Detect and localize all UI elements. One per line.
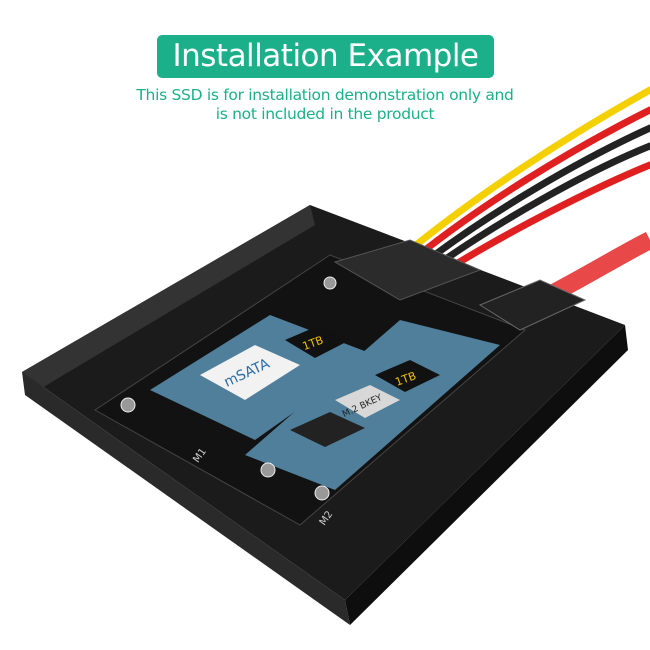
screw-icons bbox=[120, 276, 337, 501]
bracket-front-rail bbox=[345, 325, 628, 625]
m2-card: 1TB M.2 BKEY bbox=[245, 320, 500, 490]
notice-line-1: This SSD is for installation demonstrati… bbox=[136, 86, 514, 104]
sata-data-plug bbox=[478, 279, 587, 331]
power-cables bbox=[396, 86, 650, 278]
installation-example-banner: Installation Example bbox=[157, 35, 494, 78]
sata-connector bbox=[333, 239, 482, 301]
msata-card: mSATA 1TB bbox=[150, 315, 375, 440]
notice-line-2: is not included in the product bbox=[215, 105, 435, 123]
installation-notice: This SSD is for installation demonstrati… bbox=[100, 86, 550, 124]
bracket-side-rail bbox=[22, 372, 350, 625]
bracket-left-rail bbox=[22, 205, 315, 395]
